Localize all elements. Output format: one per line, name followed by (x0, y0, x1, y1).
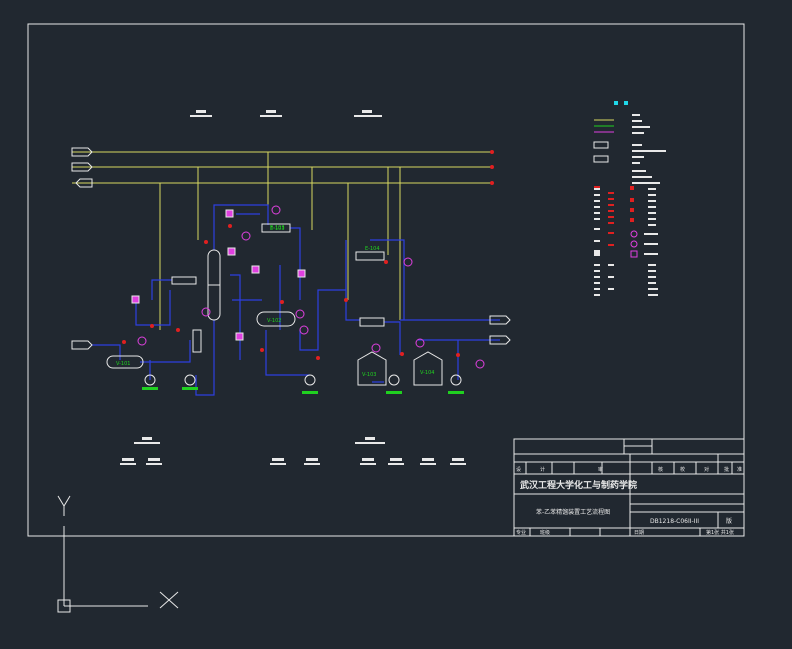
heat-exchangers: E-103 (171, 223, 385, 327)
pumps (142, 374, 464, 394)
title-block-side-label: 版 (726, 517, 732, 525)
title-block (513, 438, 745, 537)
svg-text:对: 对 (704, 466, 709, 473)
label-v102: V-102 (267, 318, 281, 324)
vessels (106, 311, 443, 386)
legend-red-marks (594, 186, 634, 246)
svg-text:班级: 班级 (540, 529, 550, 536)
title-block-drawing-no: DB1218-C06II-III (650, 518, 699, 525)
instrument-bubbles (131, 205, 485, 369)
title-block-cells: 设 计 审 核 校 对 批 准 专业 班级 日期 第1张 共1张 (516, 466, 742, 536)
ucs-icon (57, 495, 179, 613)
svg-text:审: 审 (598, 466, 603, 473)
svg-text:专业: 专业 (516, 529, 526, 536)
label-v104: V-104 (420, 370, 434, 376)
svg-text:E-103: E-103 (270, 225, 285, 231)
label-v101: V-101 (116, 361, 130, 367)
valves (122, 224, 460, 360)
drawing-frame (27, 23, 745, 537)
outlet-arrows (71, 315, 511, 350)
process-lines (92, 204, 500, 396)
svg-text:校: 校 (680, 466, 685, 473)
legend-text (594, 114, 666, 296)
svg-text:准: 准 (737, 466, 742, 473)
svg-text:日期: 日期 (634, 530, 644, 536)
svg-text:核: 核 (658, 466, 663, 473)
title-block-drawing-title: 苯-乙苯精馏装置工艺流程图 (536, 508, 610, 516)
svg-text:第1张 共1张: 第1张 共1张 (706, 529, 734, 536)
svg-text:计: 计 (540, 466, 545, 473)
svg-text:批: 批 (724, 466, 729, 473)
svg-text:设: 设 (516, 466, 521, 473)
legend (593, 101, 638, 258)
equipment-tags (120, 437, 466, 465)
distillation-column (192, 249, 221, 353)
title-block-school: 武汉工程大学化工与制药学院 (520, 479, 637, 491)
label-e104: E-104 (365, 246, 380, 252)
label-v103: V-103 (362, 372, 376, 378)
label-e103: E-103 (270, 226, 285, 232)
